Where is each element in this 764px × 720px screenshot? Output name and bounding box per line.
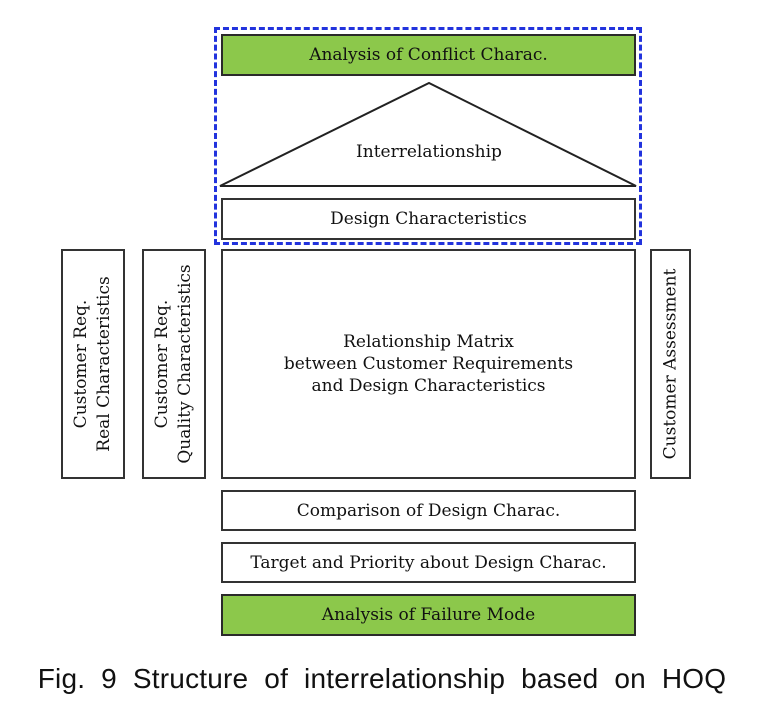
customer-real-line1: Customer Req.	[71, 299, 91, 429]
comparison-box: Comparison of Design Charac.	[221, 490, 636, 531]
target-priority-box: Target and Priority about Design Charac.	[221, 542, 636, 583]
customer-quality-line2: Quality Characteristics	[175, 264, 195, 464]
interrelationship-label: Interrelationship	[356, 142, 502, 162]
target-priority-label: Target and Priority about Design Charac.	[250, 552, 607, 573]
roof-triangle	[219, 81, 637, 187]
failure-mode-box: Analysis of Failure Mode	[221, 594, 636, 636]
customer-real-line2: Real Characteristics	[94, 276, 114, 452]
customer-quality-line1: Customer Req.	[152, 299, 172, 429]
dashed-highlight-border	[214, 27, 642, 245]
comparison-label: Comparison of Design Charac.	[296, 500, 561, 521]
failure-mode-label: Analysis of Failure Mode	[321, 605, 536, 625]
design-characteristics-label: Design Characteristics	[330, 209, 527, 229]
conflict-analysis-label: Analysis of Conflict Charac.	[309, 45, 548, 65]
matrix-line3: and Design Characteristics	[311, 376, 546, 396]
figure-caption: Fig. 9 Structure of interrelationship ba…	[37, 663, 727, 694]
customer-quality-characteristics-box: Customer Req. Quality Characteristics	[142, 249, 206, 479]
customer-assessment-label: Customer Assessment	[660, 268, 680, 460]
design-characteristics-box: Design Characteristics	[221, 198, 636, 240]
matrix-line1: Relationship Matrix	[343, 332, 514, 352]
matrix-line2: between Customer Requirements	[283, 354, 574, 374]
relationship-matrix-box: Relationship Matrix between Customer Req…	[221, 249, 636, 479]
customer-assessment-box: Customer Assessment	[650, 249, 691, 479]
conflict-analysis-box: Analysis of Conflict Charac.	[221, 34, 636, 76]
roof-shape	[219, 81, 637, 187]
customer-real-characteristics-box: Customer Req. Real Characteristics	[61, 249, 125, 479]
